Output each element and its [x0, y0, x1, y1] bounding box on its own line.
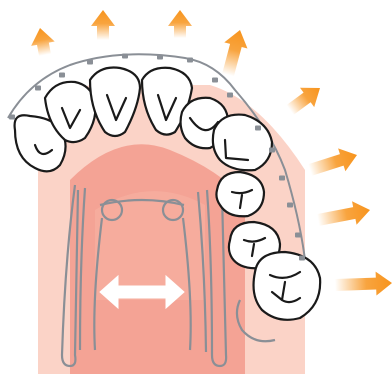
- bracket: [212, 78, 218, 83]
- bracket: [269, 148, 275, 153]
- tooth-right-first-premolar: [216, 172, 264, 216]
- force-arrow-icon: [168, 10, 192, 38]
- bracket: [9, 115, 15, 120]
- bracket: [287, 203, 293, 208]
- bracket: [299, 256, 305, 261]
- tooth-right-first-molar: [254, 252, 321, 320]
- bracket: [87, 60, 93, 65]
- force-arrow-icon: [308, 148, 357, 175]
- force-arrow-icon: [335, 272, 392, 296]
- force-arrow-icon: [286, 88, 320, 115]
- bracket: [279, 176, 285, 181]
- bracket: [255, 126, 261, 131]
- bracket: [187, 58, 193, 63]
- bracket: [295, 233, 301, 238]
- bracket: [157, 55, 163, 60]
- force-arrow-icon: [222, 30, 247, 77]
- force-arrow-icon: [91, 10, 115, 40]
- force-arrow-icon: [31, 28, 55, 56]
- bracket: [35, 86, 41, 91]
- force-arrow-icon: [317, 201, 370, 226]
- bracket: [59, 73, 65, 78]
- bracket: [227, 93, 233, 98]
- bracket: [122, 54, 128, 59]
